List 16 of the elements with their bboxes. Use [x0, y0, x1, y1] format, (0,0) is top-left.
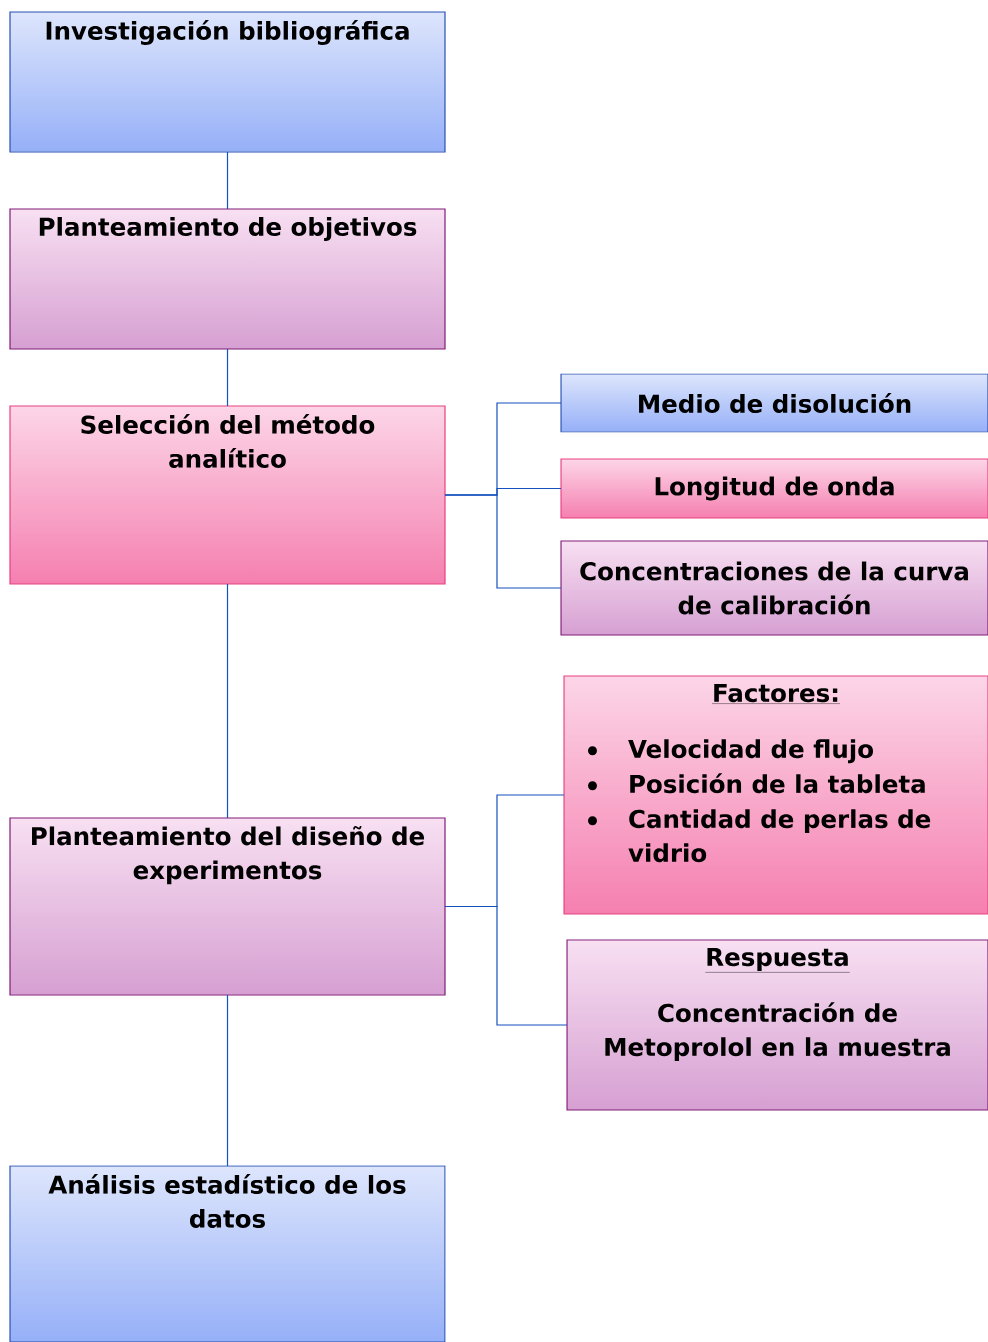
- connector-line: [226, 151, 229, 210]
- parameter-box: Medio de disolución: [560, 373, 988, 433]
- process-box: Investigación bibliográfica: [9, 11, 446, 153]
- process-box: Análisis estadístico de los datos: [9, 1165, 446, 1342]
- process-box: Planteamiento del diseño de experimentos: [9, 817, 446, 996]
- process-box: Selección del método analítico: [9, 405, 446, 585]
- connector-line: [444, 905, 568, 1026]
- factors-box: Factores: Velocidad de flujo Posición de la tableta Cantidad de perlas de vidrio: [563, 675, 988, 915]
- connector-line: [226, 994, 229, 1167]
- connector-line: [226, 583, 229, 819]
- connector-line: [226, 348, 229, 407]
- parameter-box: Longitud de onda: [560, 458, 988, 519]
- process-box: Planteamiento de objetivos: [9, 208, 446, 350]
- connector-line: [444, 494, 562, 589]
- parameter-box: Concentraciones de la curva de calibración: [560, 540, 988, 636]
- response-box: Respuesta Concentración de Metoprolol en la muestra: [566, 939, 988, 1111]
